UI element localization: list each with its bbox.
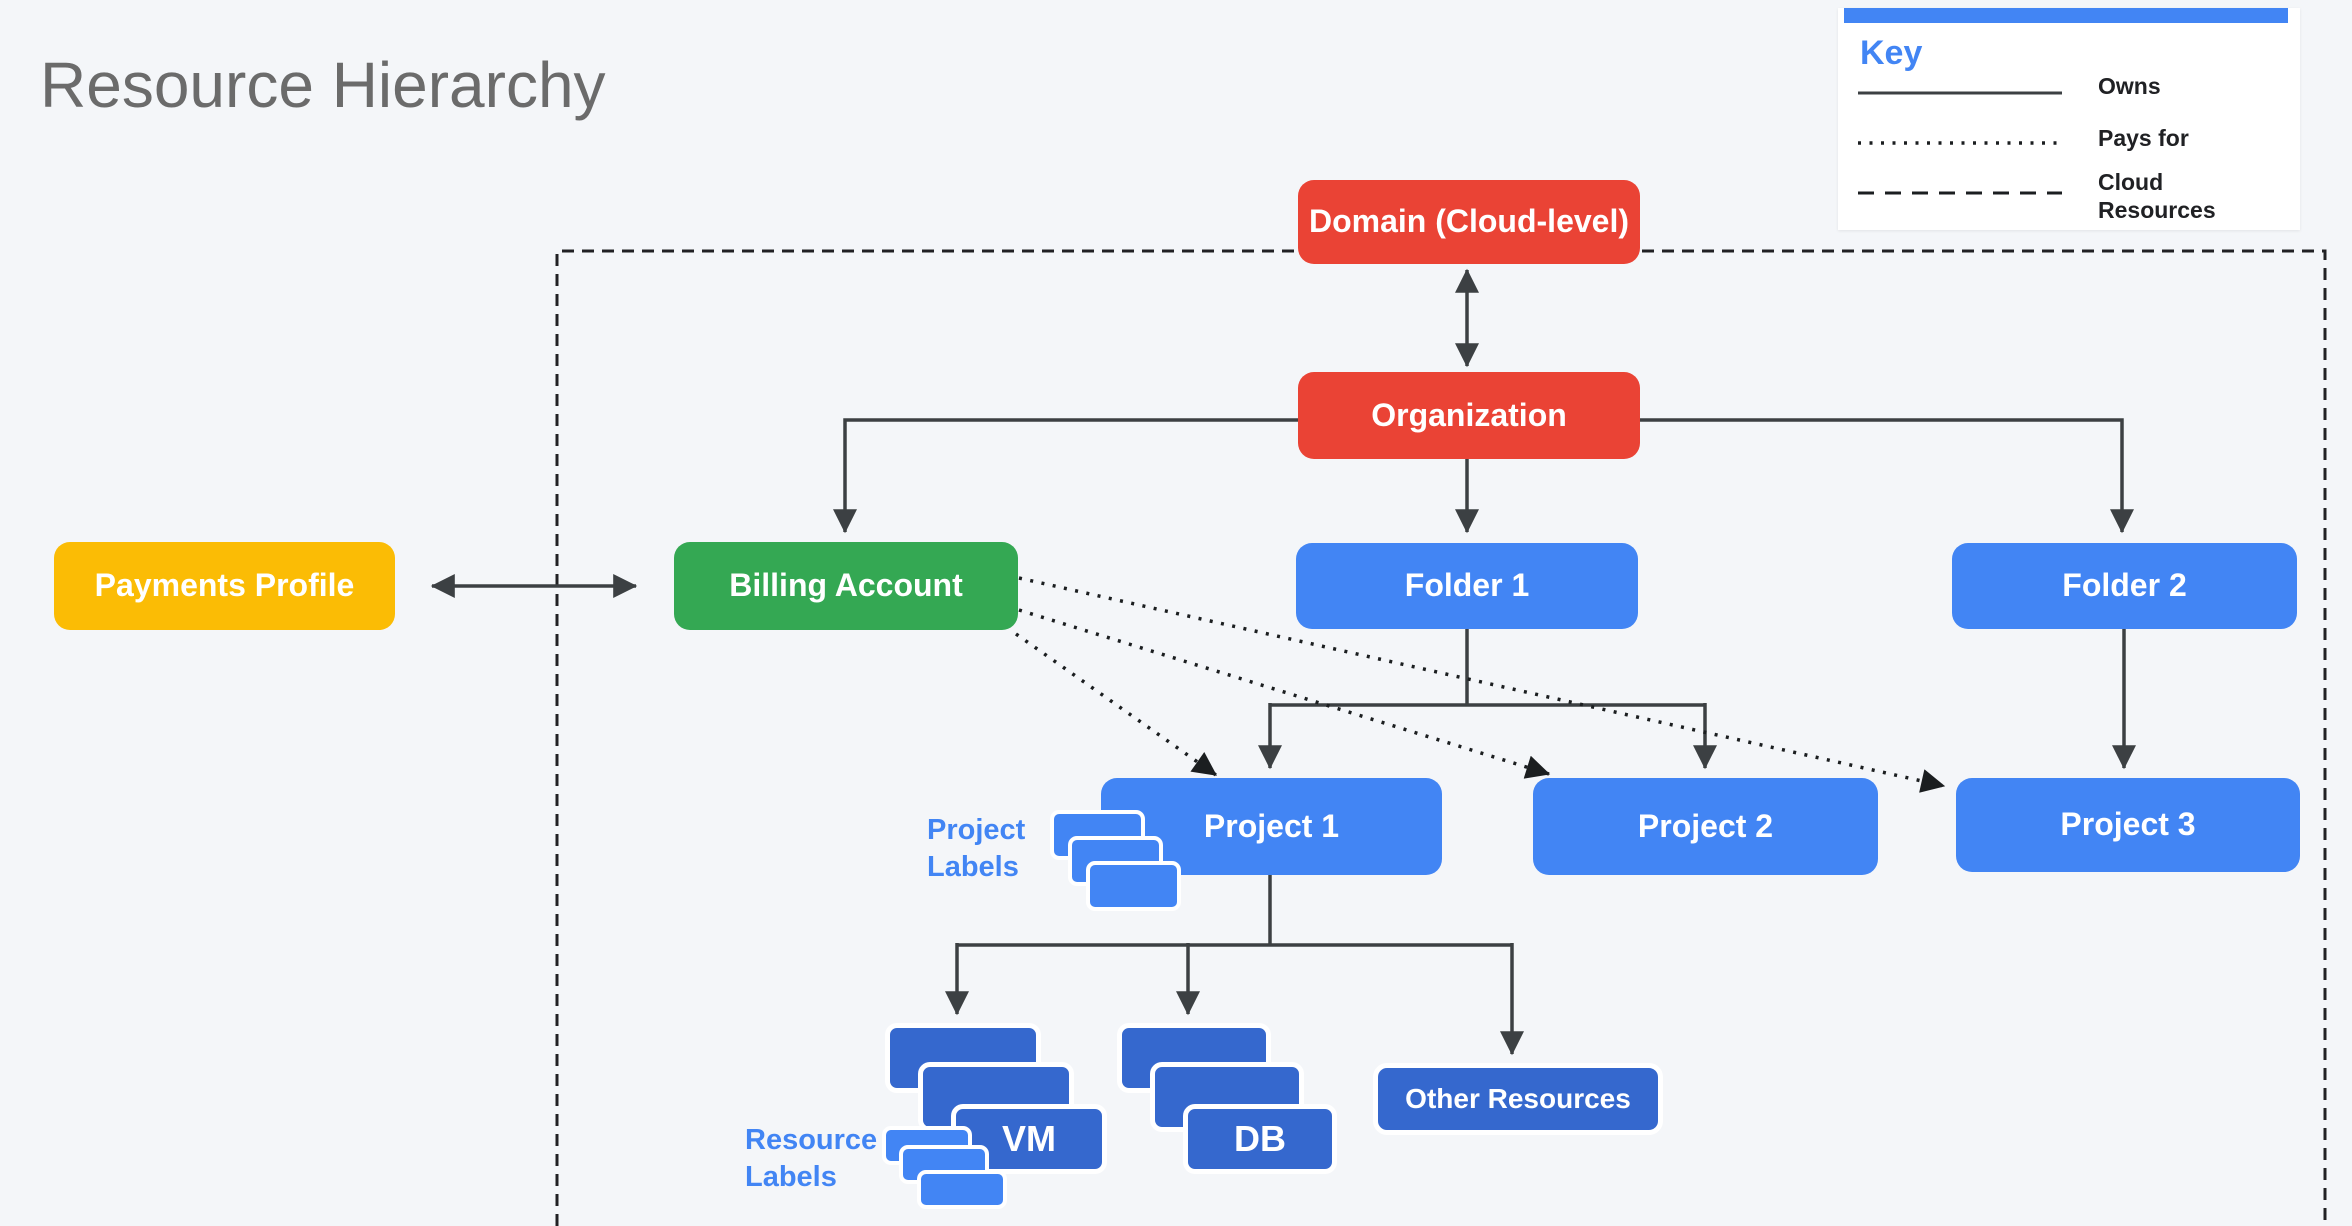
resource-labels-chip-3 [917, 1170, 1007, 1209]
node-project-1: Project 1 [1101, 778, 1442, 875]
legend-label-cloud-resources: Cloud Resources [2098, 169, 2216, 223]
arrow-organization-billing [833, 418, 1298, 534]
project-labels-annotation: Project Labels [927, 814, 1026, 883]
node-billing-account: Billing Account [674, 542, 1018, 630]
legend-dotted-line-sample [1858, 141, 2062, 145]
node-payments-profile: Payments Profile [54, 542, 395, 630]
legend-dashed-line-sample [1858, 191, 2062, 195]
node-project-2: Project 2 [1533, 778, 1878, 875]
page-title: Resource Hierarchy [40, 49, 606, 121]
legend-label-pays-for: Pays for [2098, 125, 2189, 151]
legend-top-bar [1844, 8, 2288, 23]
legend-key-box: Key Owns Pays for Cloud Resources [1838, 8, 2300, 230]
node-project-3: Project 3 [1956, 778, 2300, 872]
legend-heading: Key [1860, 34, 1923, 72]
node-folder-1: Folder 1 [1296, 543, 1638, 629]
legend-solid-line-sample [1858, 91, 2062, 95]
db-stack-card-front: DB [1183, 1104, 1337, 1174]
node-domain: Domain (Cloud-level) [1298, 180, 1640, 264]
dotted-arrow-billing-project1 [1014, 632, 1218, 777]
resource-labels-annotation: Resource Labels [745, 1124, 878, 1193]
project-labels-chip-3 [1086, 861, 1181, 911]
dotted-arrow-billing-project2 [1018, 608, 1551, 779]
owns-connectors [430, 268, 2136, 1056]
node-other-resources: Other Resources [1373, 1063, 1663, 1135]
legend-label-owns: Owns [2098, 73, 2161, 99]
node-organization: Organization [1298, 372, 1640, 459]
node-folder-2: Folder 2 [1952, 543, 2297, 629]
arrow-organization-folder2 [1640, 418, 2134, 534]
